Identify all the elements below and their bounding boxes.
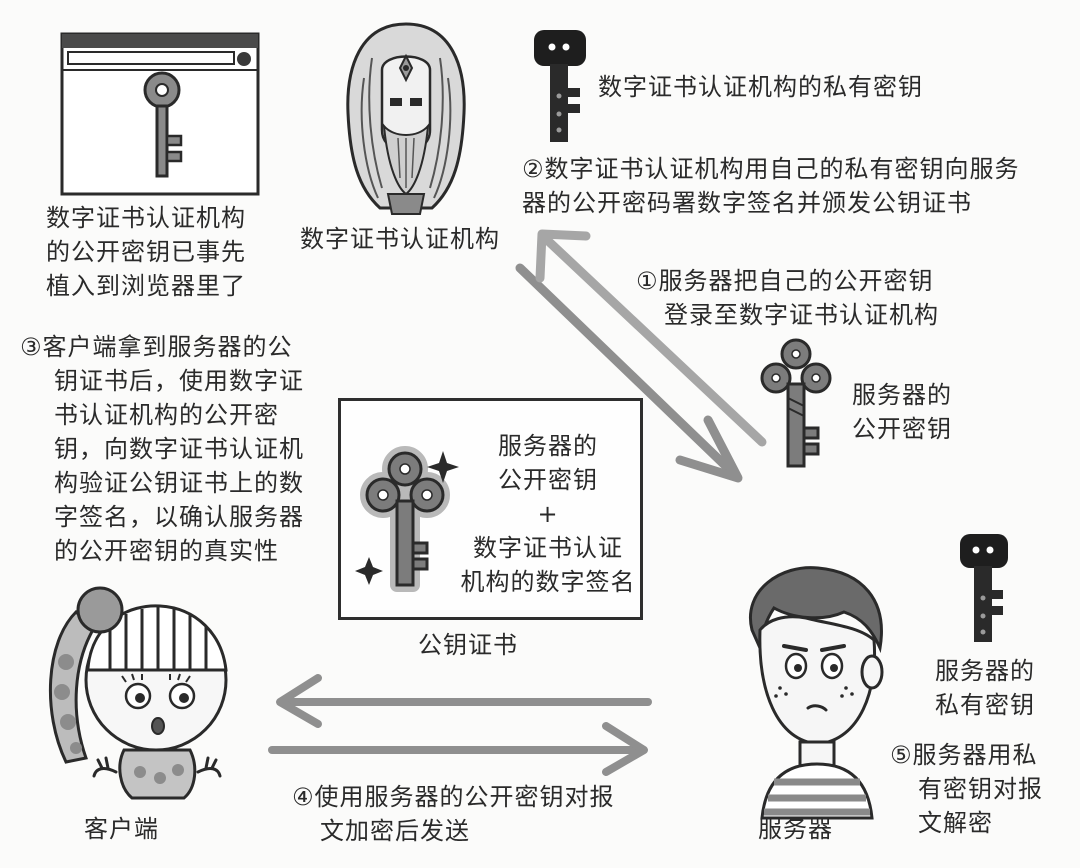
browser-caption-line2: 的公开密钥已事先 <box>46 238 246 266</box>
arrow-ca-to-server <box>535 229 767 447</box>
server-private-key-line1: 服务器的 <box>935 657 1035 685</box>
step3-text: ③客户端拿到服务器的公 钥证书后，使用数字证 书认证机构的公开密 钥，向数字证书… <box>20 330 304 568</box>
step1-line1: ①服务器把自己的公开密钥 <box>636 267 934 295</box>
certificate-line4: 机构的数字签名 <box>460 568 636 596</box>
ca-public-key-icon <box>143 71 183 178</box>
step5-text: ⑤服务器用私 有密钥对报 文解密 <box>890 738 1043 840</box>
step3-line7: 的公开密钥的真实性 <box>54 537 279 565</box>
step3-line4: 钥，向数字证书认证机 <box>54 435 304 463</box>
client-label: 客户端 <box>84 815 159 843</box>
server-boy-figure <box>749 566 884 820</box>
step2-line2: 器的公开密码署数字签名并颁发公钥证书 <box>522 189 972 217</box>
step5-line2: 有密钥对报 <box>918 775 1043 803</box>
arrow-server-to-client <box>276 674 652 728</box>
browser-window-icon <box>60 32 260 196</box>
certificate-line2: 公开密钥 <box>498 466 598 494</box>
public-key-certificate: 服务器的 公开密钥 + 数字证书认证 机构的数字签名 <box>338 398 643 620</box>
step4-line1: ④使用服务器的公开密钥对报 <box>292 783 615 811</box>
step3-line1: ③客户端拿到服务器的公 <box>20 333 293 361</box>
certificate-key-icon <box>355 446 459 592</box>
step3-line2: 钥证书后，使用数字证 <box>54 367 304 395</box>
step4-text: ④使用服务器的公开密钥对报 文加密后发送 <box>292 780 615 848</box>
ca-private-key-icon <box>534 30 586 142</box>
browser-caption: 数字证书认证机构 的公开密钥已事先 植入到浏览器里了 <box>46 201 246 303</box>
arrow-server-to-ca <box>515 263 743 483</box>
browser-caption-line1: 数字证书认证机构 <box>46 204 246 232</box>
certificate-plus: + <box>537 500 559 528</box>
certificate-caption: 公钥证书 <box>418 631 518 659</box>
server-public-key-label: 服务器的 公开密钥 <box>852 378 952 446</box>
certificate-line1: 服务器的 <box>498 432 598 460</box>
server-public-key-line2: 公开密钥 <box>852 415 952 443</box>
client-girl-figure <box>48 586 228 800</box>
step4-line2: 文加密后发送 <box>320 817 470 845</box>
certificate-content: 服务器的 公开密钥 + 数字证书认证 机构的数字签名 <box>453 429 643 599</box>
arrow-client-to-server <box>268 722 648 776</box>
step3-line5: 构验证公钥证书上的数 <box>54 469 304 497</box>
step5-line1: ⑤服务器用私 <box>890 741 1038 769</box>
step2-line1: ②数字证书认证机构用自己的私有密钥向服务 <box>522 155 1020 183</box>
server-private-key-icon <box>960 534 1008 642</box>
server-private-key-line2: 私有密钥 <box>935 691 1035 719</box>
server-private-key-label: 服务器的 私有密钥 <box>920 654 1050 722</box>
ca-label: 数字证书认证机构 <box>300 225 500 253</box>
step5-line3: 文解密 <box>918 809 993 837</box>
step1-line2: 登录至数字证书认证机构 <box>664 301 939 329</box>
ca-wizard-figure <box>346 22 466 215</box>
step3-line6: 字签名，以确认服务器 <box>54 503 304 531</box>
step2-text: ②数字证书认证机构用自己的私有密钥向服务 器的公开密码署数字签名并颁发公钥证书 <box>522 152 1020 220</box>
ca-private-key-label: 数字证书认证机构的私有密钥 <box>598 73 923 101</box>
browser-caption-line3: 植入到浏览器里了 <box>46 272 246 300</box>
step1-text: ①服务器把自己的公开密钥 登录至数字证书认证机构 <box>636 264 939 332</box>
server-label: 服务器 <box>758 815 833 843</box>
step3-line3: 书认证机构的公开密 <box>54 401 279 429</box>
server-public-key-line1: 服务器的 <box>852 381 952 409</box>
server-public-key-icon <box>760 338 832 468</box>
certificate-line3: 数字证书认证 <box>473 534 623 562</box>
